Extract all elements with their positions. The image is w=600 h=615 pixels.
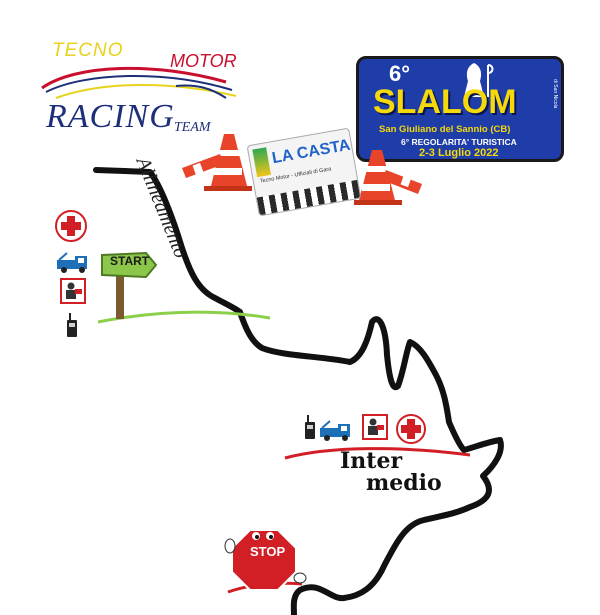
label-medio: medio (366, 470, 442, 496)
signpost-icon (101, 251, 158, 319)
stop-label: STOP (250, 544, 286, 559)
intermediate-line (284, 447, 471, 460)
logo-swoosh-icon (41, 66, 237, 99)
tow-truck-icon (57, 252, 87, 273)
badge-dates: 2-3 Luglio 2022 (419, 147, 499, 159)
logo-word-racing: RACING (46, 98, 175, 135)
sponsor-name: LA CASTA (270, 136, 352, 168)
badge-subtitle: 6° REGOLARITA' TURISTICA (401, 137, 517, 147)
badge-location: San Giuliano del Sannio (CB) (379, 124, 511, 135)
stop-mascot-icon (224, 529, 307, 591)
start-label: START (110, 254, 150, 268)
traffic-cone-icon (182, 134, 252, 191)
red-cross-icon (396, 414, 426, 444)
label-inter: Inter (340, 448, 403, 474)
traffic-cone-icon (354, 150, 422, 205)
event-badge: 6° SLALOM San Giuliano del Sannio (CB) 6… (356, 56, 564, 162)
logo-word-team: TEAM (174, 120, 211, 135)
marshal-icon (362, 414, 388, 440)
start-sign: START (100, 245, 160, 325)
badge-vertical-text: di San Nicola (552, 79, 558, 109)
logo-word-motor: MOTOR (170, 51, 237, 71)
red-cross-icon (55, 210, 87, 242)
bishop-icon (464, 63, 494, 97)
logo-word-tecno: TECNO (52, 40, 124, 61)
radio-icon (67, 313, 77, 337)
badge-event: SLALOM (373, 83, 517, 121)
marshal-icon (60, 278, 86, 304)
badge-edition: 6° (389, 61, 411, 86)
sponsor-flag-icon (252, 147, 271, 178)
tow-truck-icon (320, 420, 350, 441)
radio-icon (305, 415, 315, 439)
stop-sign: STOP (224, 524, 308, 594)
sponsor-tagline: Tecno Motor - Ufficiali di Gara (259, 166, 332, 185)
